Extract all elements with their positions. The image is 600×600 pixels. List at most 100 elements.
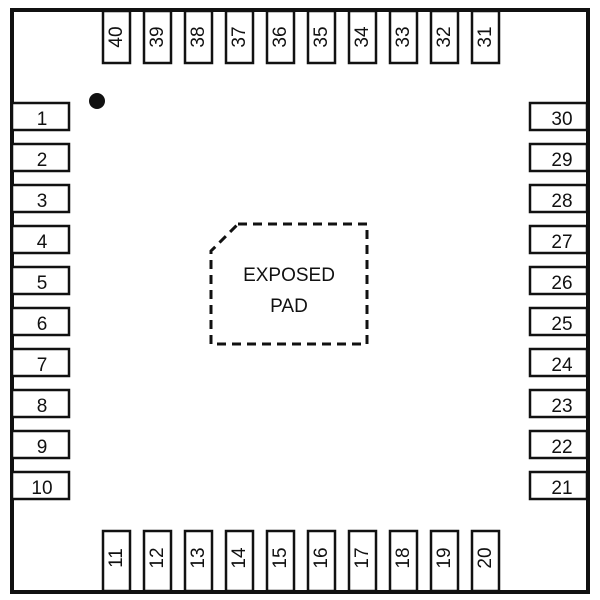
pin-pad — [528, 470, 589, 501]
pin-18: 18 — [388, 529, 419, 593]
pin-pad — [142, 529, 173, 593]
pin-number: 33 — [393, 26, 414, 47]
pin-number: 4 — [37, 232, 48, 253]
pin-3: 3 — [10, 183, 71, 214]
pin-number: 18 — [393, 547, 414, 568]
pin-pad — [101, 9, 132, 65]
pin-number: 37 — [229, 26, 250, 47]
pin-pad — [10, 183, 71, 214]
pin-11: 11 — [101, 529, 132, 593]
pin-number: 11 — [106, 548, 127, 568]
pin-number: 39 — [147, 26, 168, 47]
pin-number: 15 — [270, 547, 291, 568]
pin-28: 28 — [528, 183, 589, 214]
pin-number: 31 — [475, 26, 496, 47]
pin-pad — [528, 265, 589, 296]
pin-pad — [528, 347, 589, 378]
pin-pad — [306, 529, 337, 593]
pin-number: 35 — [311, 26, 332, 47]
pin-8: 8 — [10, 388, 71, 419]
pin-pad — [388, 529, 419, 593]
pin-pad — [528, 429, 589, 460]
pin-number: 8 — [37, 396, 48, 417]
pin-34: 34 — [347, 9, 378, 65]
pin-5: 5 — [10, 265, 71, 296]
pin-number: 21 — [551, 478, 572, 499]
pin-number: 28 — [551, 191, 572, 212]
pin-number: 32 — [434, 26, 455, 47]
pin-22: 22 — [528, 429, 589, 460]
pin-pad — [10, 347, 71, 378]
pin-33: 33 — [388, 9, 419, 65]
pin-pad — [347, 529, 378, 593]
pin-pad — [265, 9, 296, 65]
pin-pad — [10, 265, 71, 296]
pin-9: 9 — [10, 429, 71, 460]
pin-number: 7 — [37, 355, 48, 376]
pin-number: 36 — [270, 26, 291, 47]
pin-pad — [10, 306, 71, 337]
pin-32: 32 — [429, 9, 460, 65]
pin-number: 26 — [551, 273, 572, 294]
pin-number: 34 — [352, 26, 373, 48]
pin-13: 13 — [183, 529, 214, 593]
pin-4: 4 — [10, 224, 71, 255]
pin-2: 2 — [10, 142, 71, 173]
pin-10: 10 — [10, 470, 71, 501]
exposed-pad-label-line2: PAD — [270, 296, 308, 317]
pin-29: 29 — [528, 142, 589, 173]
pin-31: 31 — [470, 9, 501, 65]
pin-pad — [528, 142, 589, 173]
pin-pad — [183, 9, 214, 65]
top-pin-row: 40 39 38 37 36 35 34 33 32 31 — [101, 9, 501, 65]
pin-pad — [10, 142, 71, 173]
pin-number: 16 — [311, 547, 332, 568]
pin-pad — [265, 529, 296, 593]
pin-17: 17 — [347, 529, 378, 593]
pin-number: 22 — [551, 437, 572, 458]
pin-number: 27 — [551, 232, 572, 253]
pin-number: 20 — [475, 547, 496, 568]
pin-number: 30 — [551, 109, 572, 130]
pin-6: 6 — [10, 306, 71, 337]
pin-number: 14 — [229, 547, 250, 569]
pin-pad — [470, 529, 501, 593]
pin-number: 3 — [37, 191, 48, 212]
pin-pad — [10, 429, 71, 460]
pin-number: 24 — [551, 355, 573, 376]
pin-38: 38 — [183, 9, 214, 65]
pin-pad — [10, 101, 71, 132]
pin-pad — [224, 9, 255, 65]
pin-number: 38 — [188, 26, 209, 47]
exposed-pad: EXPOSED PAD — [209, 222, 369, 346]
pin-number: 29 — [551, 150, 572, 171]
pin-pad — [347, 9, 378, 65]
pin-pad — [528, 388, 589, 419]
exposed-pad-outline — [209, 222, 369, 346]
pin-pad — [388, 9, 419, 65]
pin-pad — [306, 9, 337, 65]
pin-pad — [429, 529, 460, 593]
pin-number: 25 — [551, 314, 572, 335]
pin-39: 39 — [142, 9, 173, 65]
pin-19: 19 — [429, 529, 460, 593]
exposed-pad-label-line1: EXPOSED — [243, 265, 335, 286]
pin-40: 40 — [101, 9, 132, 65]
pin-number: 2 — [37, 150, 48, 171]
pin-14: 14 — [224, 529, 255, 593]
pin-36: 36 — [265, 9, 296, 65]
pin-pad — [183, 529, 214, 593]
pin1-indicator-dot — [89, 93, 105, 109]
pin-pad — [10, 470, 71, 501]
pin-30: 30 — [528, 101, 589, 132]
pin-number: 17 — [352, 547, 373, 568]
pin-27: 27 — [528, 224, 589, 255]
pin-pad — [528, 306, 589, 337]
pin-number: 12 — [147, 547, 168, 568]
pin-pad — [142, 9, 173, 65]
pin-7: 7 — [10, 347, 71, 378]
pin-number: 6 — [37, 314, 48, 335]
